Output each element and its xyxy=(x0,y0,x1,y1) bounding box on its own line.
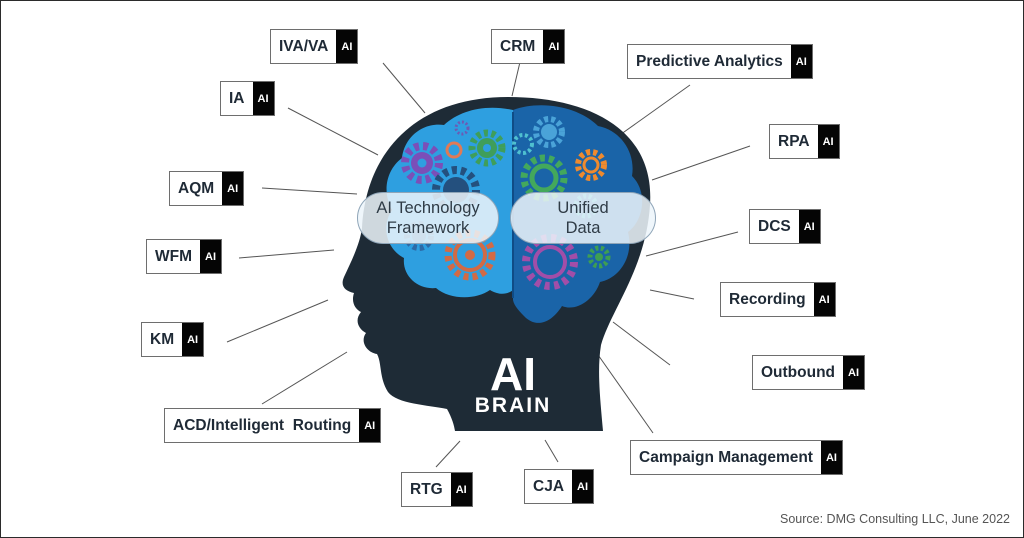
connector-aqm xyxy=(261,187,358,195)
pill-line: AI Technology xyxy=(376,199,480,217)
connector-campaign-management xyxy=(595,351,654,434)
label-predictive-analytics: Predictive Analytics AI xyxy=(627,44,813,79)
ai-badge: AI xyxy=(450,473,472,506)
connector-cja xyxy=(544,439,559,463)
label-dcs: DCS AI xyxy=(749,209,821,244)
pill-unified-data: Unified Data xyxy=(510,192,656,244)
connector-dcs xyxy=(645,231,739,257)
connector-rtg xyxy=(435,440,461,468)
label-text: RPA xyxy=(778,132,810,150)
ai-brain-subtitle: BRAIN xyxy=(474,394,552,417)
connector-ia xyxy=(287,107,379,156)
ai-brain-title: AI xyxy=(490,348,536,400)
label-text: Outbound xyxy=(761,363,836,381)
gear-icon xyxy=(587,245,611,269)
label-text: AQM xyxy=(178,179,215,197)
gear-icon xyxy=(512,133,534,155)
connector-km xyxy=(226,299,329,343)
gear-icon xyxy=(522,234,578,290)
connector-iva-va xyxy=(382,62,426,114)
gear-icon xyxy=(468,129,506,167)
label-ia: IA AI xyxy=(220,81,275,116)
gear-icon xyxy=(401,142,443,184)
label-text: Recording xyxy=(729,290,806,308)
label-crm: CRM AI xyxy=(491,29,566,64)
label-recording: Recording AI xyxy=(720,282,836,317)
gear-icon xyxy=(533,116,565,148)
label-aqm: AQM AI xyxy=(169,171,245,206)
ai-badge: AI xyxy=(336,30,358,63)
connector-recording xyxy=(649,289,695,300)
gear-icon xyxy=(445,141,463,159)
label-text: Campaign Management xyxy=(639,448,813,466)
label-iva-va: IVA/VA AI xyxy=(270,29,359,64)
ai-badge: AI xyxy=(820,441,842,474)
label-km: KM AI xyxy=(141,322,205,357)
label-text: KM xyxy=(150,330,175,348)
label-text: Predictive Analytics xyxy=(636,52,783,70)
ai-badge: AI xyxy=(252,82,274,115)
label-text: IA xyxy=(229,89,245,107)
ai-badge: AI xyxy=(790,45,812,78)
label-rtg: RTG AI xyxy=(401,472,473,507)
ai-badge: AI xyxy=(817,125,839,158)
label-text: RTG xyxy=(410,480,443,498)
label-text: ACD/Intelligent Routing xyxy=(173,416,352,434)
pill-line: Framework xyxy=(386,219,470,237)
ai-badge: AI xyxy=(813,283,835,316)
label-text: CRM xyxy=(500,37,536,55)
label-acd-intelligent-routing: ACD/Intelligent Routing AI xyxy=(164,408,382,443)
connector-acd xyxy=(261,351,348,405)
connector-crm xyxy=(511,61,521,97)
ai-badge: AI xyxy=(200,240,222,273)
ai-badge: AI xyxy=(359,409,381,442)
connector-outbound xyxy=(612,321,671,366)
label-text: WFM xyxy=(155,247,193,265)
ai-badge: AI xyxy=(843,356,865,389)
label-text: DCS xyxy=(758,217,791,235)
label-wfm: WFM AI xyxy=(146,239,223,274)
ai-badge: AI xyxy=(543,30,565,63)
label-campaign-management: Campaign Management AI xyxy=(630,440,843,475)
label-rpa: RPA AI xyxy=(769,124,840,159)
gear-icon xyxy=(454,120,470,136)
pill-ai-technology-framework: AI Technology Framework xyxy=(357,192,499,244)
label-text: IVA/VA xyxy=(279,37,329,55)
connector-rpa xyxy=(651,145,751,181)
ai-badge: AI xyxy=(798,210,820,243)
pill-line: Data xyxy=(565,219,601,237)
gear-icon xyxy=(575,149,607,181)
ai-badge: AI xyxy=(182,323,204,356)
connector-wfm xyxy=(238,249,335,259)
label-cja: CJA AI xyxy=(524,469,595,504)
source-caption: Source: DMG Consulting LLC, June 2022 xyxy=(780,512,1010,526)
ai-badge: AI xyxy=(572,470,594,503)
connector-lines xyxy=(226,61,751,468)
pill-line: Unified xyxy=(557,199,609,217)
label-text: CJA xyxy=(533,477,565,495)
ai-badge: AI xyxy=(222,172,244,205)
label-outbound: Outbound AI xyxy=(752,355,866,390)
